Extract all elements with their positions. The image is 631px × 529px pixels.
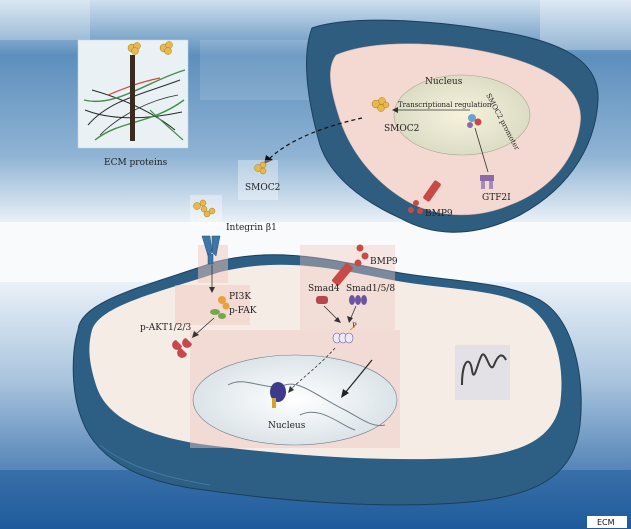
- smoc2-protein-icon: [127, 41, 173, 55]
- smad158-arrowhead: [347, 316, 353, 323]
- fak-akt-arrow: [194, 317, 215, 336]
- smoc2-protein-icon: [371, 97, 390, 112]
- smad4-label: Smad4: [308, 284, 340, 294]
- top-cell: [306, 19, 599, 233]
- dna-strand: [227, 381, 386, 427]
- gtf2i-icon: [480, 175, 494, 189]
- background-tile: [0, 0, 90, 40]
- smad4-arrow: [323, 305, 339, 321]
- integrin-b1-label: Integrin β1: [226, 223, 277, 233]
- smad158-label: Smad1/5/8: [346, 284, 395, 294]
- bottom-nucleus: [192, 354, 398, 446]
- gene-arrowhead: [341, 389, 349, 398]
- smad-complex-icon: [332, 332, 354, 344]
- secretion-arrow: [267, 117, 363, 161]
- nucleus-bottom-label: Nucleus: [268, 421, 306, 431]
- p-fak-label: p-FAK: [229, 306, 257, 316]
- promoter-complex-icon: [467, 114, 482, 128]
- bmp9-receptor-top-icon: [423, 180, 441, 202]
- ecm-corner-label: ECM: [597, 518, 615, 527]
- smad4-arrowhead: [334, 317, 341, 323]
- gene-arrow: [344, 359, 373, 394]
- secretion-arrowhead: [264, 155, 273, 164]
- pi3k-icon: [218, 296, 230, 310]
- ecm-corner-box: [587, 516, 627, 528]
- transcription-factor-icon: [270, 382, 286, 408]
- ecm-proteins-label: ECM proteins: [104, 158, 168, 168]
- top-nucleus: [393, 74, 531, 156]
- dna-strand: [299, 411, 356, 431]
- smoc2-protein-icon: [254, 161, 267, 175]
- gtf2i-arrow: [474, 127, 489, 173]
- transmembrane-protein-icon: [461, 353, 507, 386]
- smoc2-top-label: SMOC2: [384, 124, 419, 134]
- phospho-link: [349, 325, 356, 331]
- integrin-arrowhead: [209, 287, 215, 293]
- background-tile: [540, 0, 631, 50]
- smoc2-mid-label: SMOC2: [245, 183, 280, 193]
- bmp9-ligand-icon: [354, 244, 369, 267]
- pi3k-label: PI3K: [229, 292, 251, 302]
- fak-akt-arrowhead: [192, 331, 199, 338]
- nuclear-import-arrowhead: [288, 386, 294, 393]
- smad158-icon: [349, 295, 367, 305]
- bmp9-top-label: BMP9: [425, 209, 453, 219]
- pathway-highlight: [300, 245, 395, 330]
- smad4-icon: [316, 296, 328, 304]
- p-akt-label: p-AKT1/2/3: [140, 323, 192, 333]
- ecm-proteins-inset: [77, 39, 189, 149]
- gtf2i-label: GTF2I: [482, 193, 511, 203]
- background-tile: [200, 40, 310, 100]
- bmp9-right-label: BMP9: [370, 257, 398, 267]
- bmp9-receptor-bottom-icon: [332, 263, 353, 286]
- bmp9-ligand-icon: [408, 200, 423, 214]
- smoc2-protein-icon: [193, 199, 216, 218]
- top-nucleus-label: Nucleus: [425, 77, 463, 87]
- nuclear-import-arrow: [289, 347, 336, 391]
- p-fak-icon: [210, 309, 226, 319]
- regulation-arrowhead: [392, 107, 398, 113]
- integrin-b1-icon: [201, 235, 221, 265]
- transcriptional-regulation-label: Transcriptional regulation: [398, 101, 492, 109]
- p-akt-icon: [172, 338, 192, 358]
